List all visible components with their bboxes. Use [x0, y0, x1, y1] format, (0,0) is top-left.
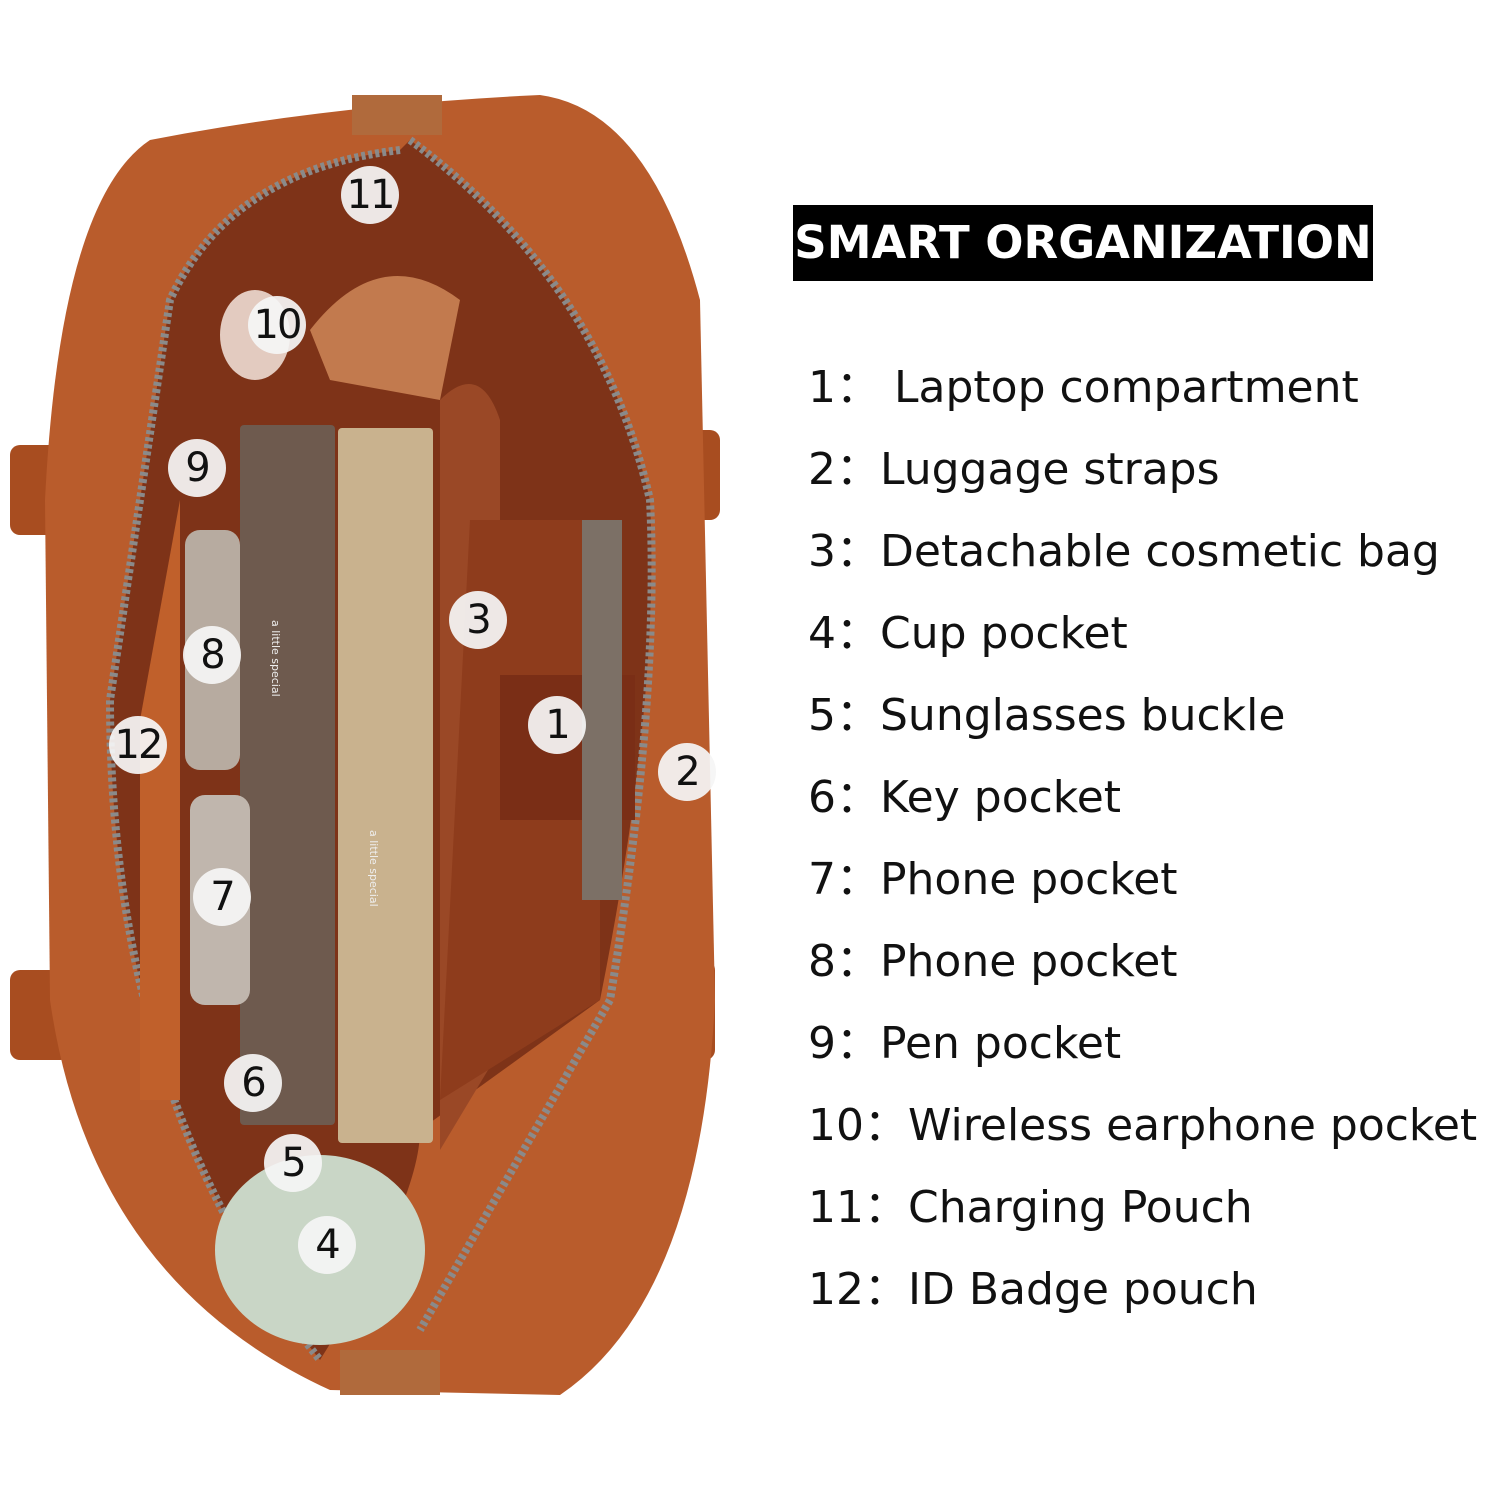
badge-12: 12 — [109, 716, 167, 774]
item-number: 2： — [808, 444, 880, 495]
notebook-brand-text: a little special — [269, 620, 282, 697]
badge-3: 3 — [449, 591, 507, 649]
id-badge-pouch — [140, 500, 180, 1100]
badge-7: 7 — [193, 868, 251, 926]
item-number: 1： — [808, 362, 880, 413]
feature-item: 11：Charging Pouch — [808, 1178, 1477, 1260]
charging-pouch — [310, 276, 460, 400]
feature-item: 4：Cup pocket — [808, 604, 1477, 686]
item-number: 12： — [808, 1264, 908, 1315]
feature-list: 1： Laptop compartment 2：Luggage straps 3… — [808, 358, 1477, 1342]
laptop — [582, 520, 622, 900]
item-label: Sunglasses buckle — [880, 690, 1286, 741]
item-label: Pen pocket — [880, 1018, 1122, 1069]
feature-item: 10：Wireless earphone pocket — [808, 1096, 1477, 1178]
feature-item: 9：Pen pocket — [808, 1014, 1477, 1096]
zipper-left — [105, 146, 401, 1363]
feature-item: 12：ID Badge pouch — [808, 1260, 1477, 1342]
feature-item: 3：Detachable cosmetic bag — [808, 522, 1477, 604]
item-label: Charging Pouch — [908, 1182, 1253, 1233]
feature-item: 5：Sunglasses buckle — [808, 686, 1477, 768]
top-strap — [352, 95, 442, 135]
feature-item: 6：Key pocket — [808, 768, 1477, 850]
badge-5: 5 — [264, 1134, 322, 1192]
badge-2: 2 — [658, 743, 716, 801]
item-number: 4： — [808, 608, 880, 659]
badge-11: 11 — [341, 166, 399, 224]
badge-1: 1 — [528, 696, 586, 754]
item-label: Detachable cosmetic bag — [880, 526, 1440, 577]
feature-item: 8：Phone pocket — [808, 932, 1477, 1014]
notebook-brown — [240, 425, 335, 1125]
zipper-right — [407, 136, 656, 1332]
item-label: Laptop compartment — [880, 362, 1359, 413]
bottom-strap — [340, 1350, 440, 1395]
notebook-brand-text: a little special — [367, 830, 380, 907]
badge-9: 9 — [168, 439, 226, 497]
item-number: 10： — [808, 1100, 908, 1151]
item-label: ID Badge pouch — [908, 1264, 1258, 1315]
item-label: Phone pocket — [880, 936, 1178, 987]
item-number: 8： — [808, 936, 880, 987]
feature-item: 7：Phone pocket — [808, 850, 1477, 932]
item-label: Key pocket — [880, 772, 1122, 823]
item-number: 5： — [808, 690, 880, 741]
item-number: 11： — [808, 1182, 908, 1233]
badge-6: 6 — [224, 1054, 282, 1112]
feature-item: 1： Laptop compartment — [808, 358, 1477, 440]
item-label: Wireless earphone pocket — [908, 1100, 1478, 1151]
feature-item: 2：Luggage straps — [808, 440, 1477, 522]
item-label: Cup pocket — [880, 608, 1128, 659]
item-number: 6： — [808, 772, 880, 823]
item-label: Luggage straps — [880, 444, 1220, 495]
item-label: Phone pocket — [880, 854, 1178, 905]
item-number: 9： — [808, 1018, 880, 1069]
badge-4: 4 — [298, 1216, 356, 1274]
item-number: 3： — [808, 526, 880, 577]
heading: SMART ORGANIZATION — [793, 205, 1373, 281]
badge-8: 8 — [183, 626, 241, 684]
badge-10: 10 — [248, 296, 306, 354]
item-number: 7： — [808, 854, 880, 905]
notebook-beige — [338, 428, 433, 1143]
